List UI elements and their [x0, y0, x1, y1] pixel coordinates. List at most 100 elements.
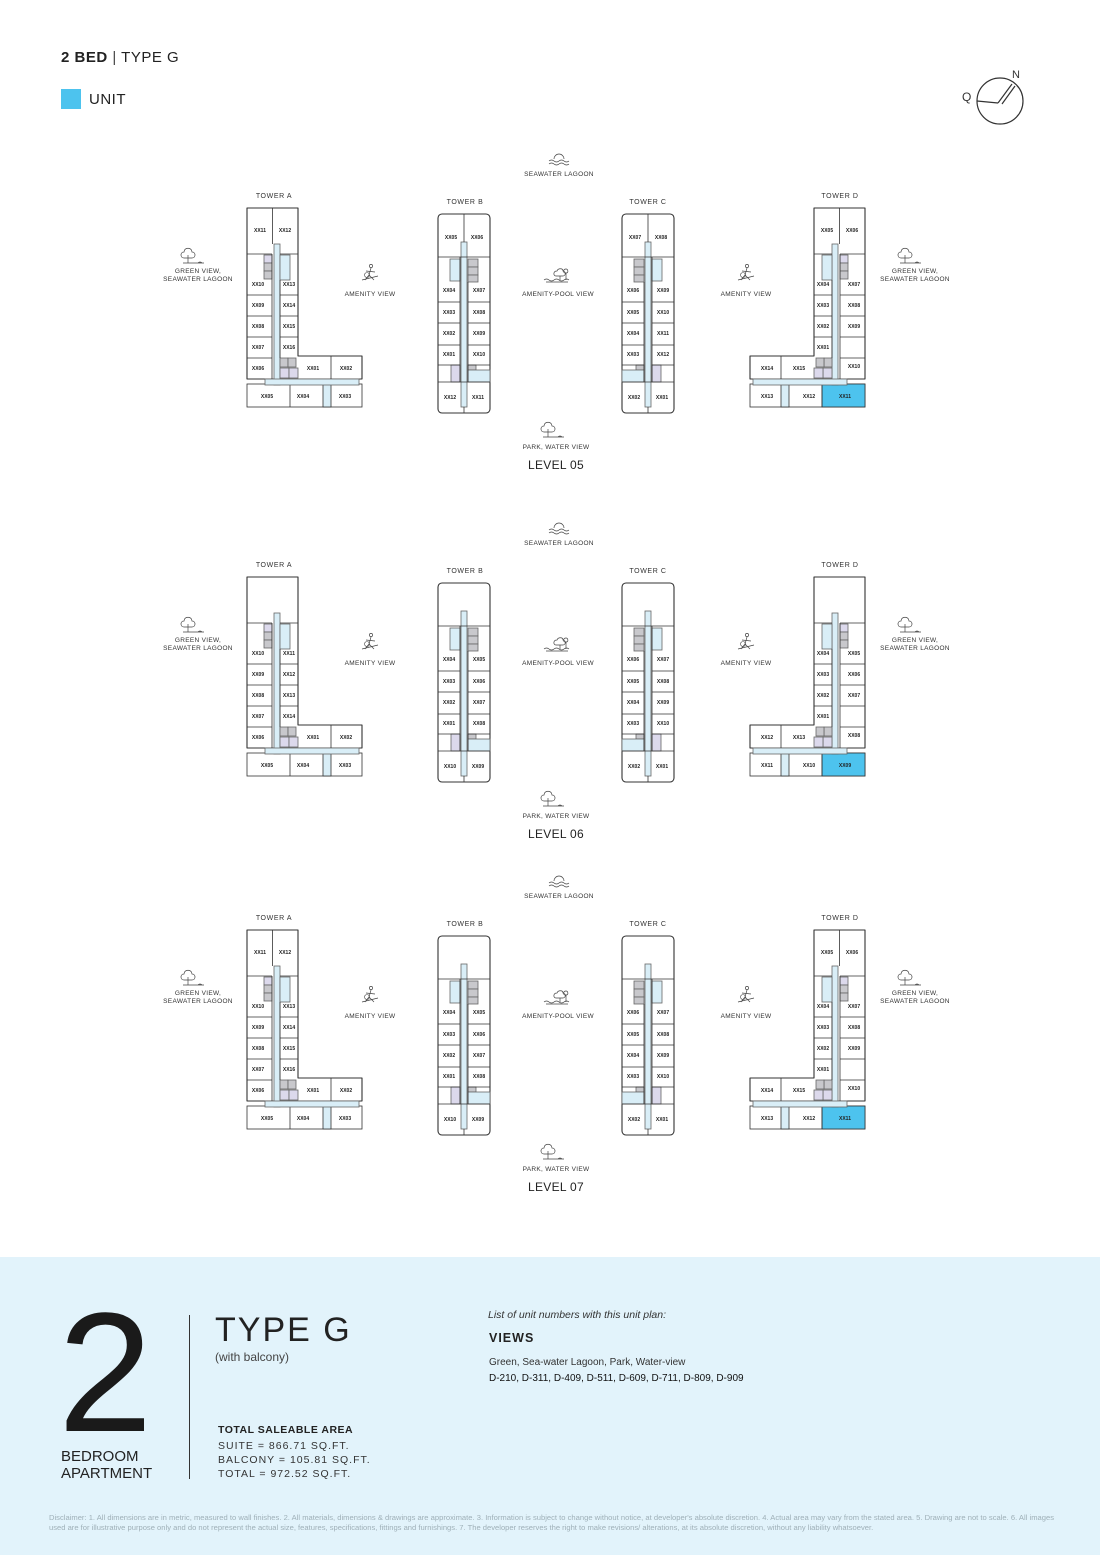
park-water-icon	[540, 1143, 564, 1160]
legend-unit-label: UNIT	[89, 91, 126, 108]
unit-label: XX09	[848, 1046, 860, 1052]
unit-label: XX03	[627, 1074, 639, 1080]
balcony-area: BALCONY = 105.81 SQ.FT.	[218, 1454, 371, 1466]
unit-label: XX04	[443, 1010, 455, 1016]
unit-label: XX05	[261, 394, 273, 400]
unit-label: XX08	[655, 235, 667, 241]
view-label-amenity: AMENITY VIEW	[721, 660, 772, 667]
unit-label: XX10	[444, 1117, 456, 1123]
unit-label: XX07	[657, 1010, 669, 1016]
unit-label: XX08	[848, 1025, 860, 1031]
unit-list-intro: List of unit numbers with this unit plan…	[488, 1309, 667, 1321]
unit-label: XX14	[283, 1025, 295, 1031]
tower-label: TOWER C	[629, 199, 666, 206]
unit-label: XX04	[297, 1116, 309, 1122]
amenity-icon	[361, 633, 379, 650]
view-label-amenity-pool: AMENITY-POOL VIEW	[522, 1013, 594, 1020]
view-label-bottom: PARK, WATER VIEW	[523, 444, 590, 451]
unit-label: XX02	[817, 693, 829, 699]
unit-label: XX10	[252, 282, 264, 288]
unit-label: XX13	[283, 1004, 295, 1010]
type-title: TYPE G	[215, 1311, 352, 1349]
unit-label: XX05	[473, 1010, 485, 1016]
unit-label: XX01	[443, 721, 455, 727]
unit-label: XX06	[848, 672, 860, 678]
unit-label: XX10	[657, 310, 669, 316]
unit-label: XX02	[817, 324, 829, 330]
tree-icon	[897, 247, 921, 264]
unit-label: XX09	[252, 303, 264, 309]
unit-label: XX09	[848, 324, 860, 330]
tower-plan: TOWER CXX06XX05XX04XX03XX07XX08XX09XX10X…	[621, 921, 675, 1136]
unit-label: XX04	[443, 657, 455, 663]
unit-label: XX10	[657, 721, 669, 727]
unit-label: XX08	[252, 1046, 264, 1052]
unit-label: XX06	[846, 950, 858, 956]
tree-icon	[540, 421, 564, 438]
legend-unit-swatch	[61, 89, 81, 109]
compass: Q N	[962, 69, 1024, 125]
unit-label: XX14	[283, 303, 295, 309]
unit-label: XX10	[848, 1086, 860, 1092]
amenity-pool-icon	[543, 268, 570, 283]
amenity-icon	[737, 633, 755, 650]
unit-label: XX09	[657, 288, 669, 294]
unit-label: XX04	[627, 1053, 639, 1059]
tower-plan: TOWER DXX04XX03XX02XX01XX05XX06XX07XX08X…	[749, 562, 866, 777]
unit-label: XX07	[473, 700, 485, 706]
unit-label: XX06	[627, 1010, 639, 1016]
unit-label: XX02	[628, 1117, 640, 1123]
unit-label: XX03	[339, 394, 351, 400]
unit-label: XX14	[761, 366, 773, 372]
title-separator: |	[112, 49, 117, 66]
unit-label: XX04	[297, 394, 309, 400]
unit-label: XX09	[472, 1117, 484, 1123]
tree-icon	[897, 969, 921, 986]
unit-label: XX07	[848, 282, 860, 288]
level-label: LEVEL 06	[528, 827, 584, 841]
park-water-icon	[540, 790, 564, 807]
unit-label: XX06	[252, 735, 264, 741]
unit-label: XX10	[252, 1004, 264, 1010]
unit-label: XX03	[443, 310, 455, 316]
page-title: 2 BED | TYPE G	[61, 49, 179, 66]
area-title: TOTAL SALEABLE AREA	[218, 1424, 354, 1436]
unit-label: XX05	[848, 651, 860, 657]
unit-label: XX01	[817, 714, 829, 720]
tower-label: TOWER C	[629, 568, 666, 575]
unit-label: XX03	[817, 672, 829, 678]
unit-label: XX03	[627, 352, 639, 358]
tower-label: TOWER A	[256, 193, 292, 200]
tower-label: TOWER A	[256, 562, 292, 569]
unit-label: XX12	[761, 735, 773, 741]
unit-label: XX01	[443, 1074, 455, 1080]
tower-label: TOWER B	[447, 568, 484, 575]
unit-label: XX12	[657, 352, 669, 358]
unit-label: XX13	[793, 735, 805, 741]
unit-label: XX09	[657, 1053, 669, 1059]
unit-label: XX09	[473, 331, 485, 337]
unit-number-list: D-210, D-311, D-409, D-511, D-609, D-711…	[489, 1373, 744, 1384]
tower-label: TOWER C	[629, 921, 666, 928]
unit-label: XX08	[848, 733, 860, 739]
view-label-amenity: AMENITY VIEW	[345, 1013, 396, 1020]
view-label-right: GREEN VIEW,	[892, 637, 938, 644]
unit-label: XX07	[848, 1004, 860, 1010]
unit-label: XX02	[628, 395, 640, 401]
unit-label: XX06	[252, 366, 264, 372]
tower-plan: TOWER BXX04XX03XX02XX01XX05XX06XX07XX08X…	[437, 568, 491, 783]
unit-label: XX02	[817, 1046, 829, 1052]
views-description: Green, Sea-water Lagoon, Park, Water-vie…	[489, 1357, 686, 1368]
unit-label: XX05	[445, 235, 457, 241]
unit-label: XX01	[817, 1067, 829, 1073]
unit-label: XX10	[252, 651, 264, 657]
unit-label: XX01	[443, 352, 455, 358]
unit-label: XX16	[283, 345, 295, 351]
view-label-right: GREEN VIEW,	[892, 268, 938, 275]
